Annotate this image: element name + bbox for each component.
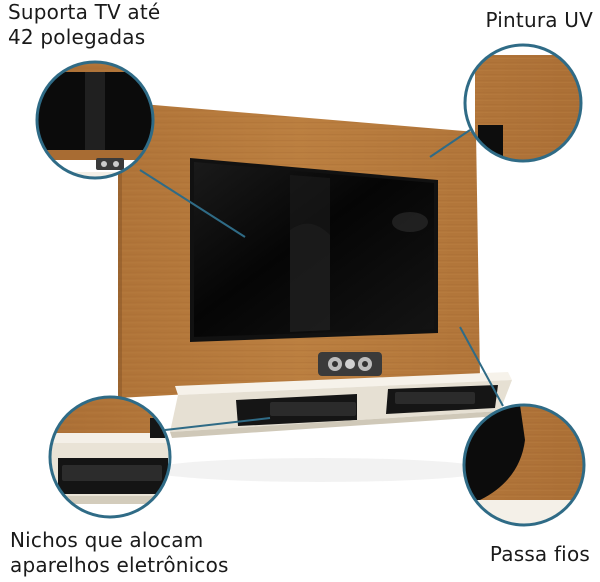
cable-pass-callout-label: Passa fios: [489, 542, 590, 566]
tv-support-callout-label: Suporta TV até 42 polegadas: [8, 0, 161, 49]
callout-pointers: [139, 129, 504, 431]
center-speaker: [318, 352, 382, 376]
uv-paint-zoom-callout: [463, 43, 583, 163]
uv-paint-callout-label: Pintura UV: [485, 8, 593, 32]
television: [190, 158, 438, 342]
tv-support-zoom-callout: [35, 60, 155, 180]
niches-zoom-callout: [48, 395, 172, 519]
niches-callout-label: Nichos que alocam aparelhos eletrônicos: [10, 528, 229, 577]
cable-pass-zoom-callout: [462, 403, 586, 527]
